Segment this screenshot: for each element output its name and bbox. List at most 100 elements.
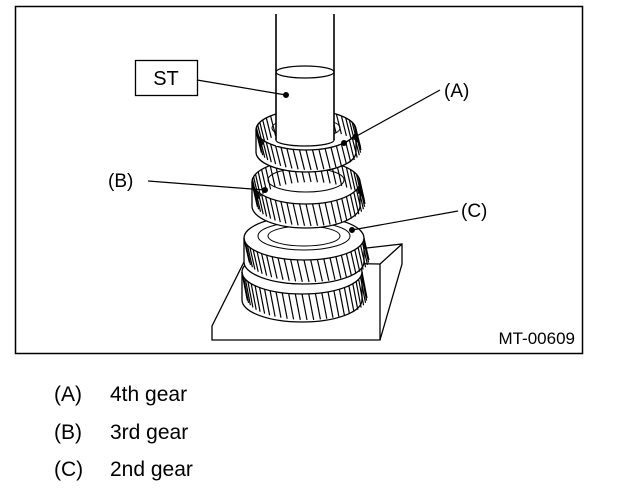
gear-tooth — [359, 184, 366, 207]
gear-tooth — [357, 247, 364, 270]
gear-tooth — [353, 171, 360, 194]
gear-tooth — [329, 257, 336, 280]
gear-tooth — [259, 137, 266, 158]
gear-tooth — [254, 174, 262, 197]
gear-tooth — [310, 259, 317, 283]
gear-tooth — [360, 245, 367, 268]
gear-tooth — [246, 245, 253, 268]
gear-tooth — [354, 249, 361, 272]
gear-tooth — [314, 293, 321, 320]
gear-tooth — [351, 122, 358, 143]
gear-tooth — [286, 148, 293, 169]
gear-tooth — [353, 124, 360, 145]
gear-tooth — [311, 203, 319, 226]
gear-tooth — [247, 281, 254, 308]
gear-tooth — [353, 135, 360, 156]
gear-tooth — [271, 256, 278, 279]
gear-tooth — [335, 256, 342, 279]
gear-tooth — [288, 293, 295, 320]
gear-tooth — [355, 174, 363, 197]
gear-tooth — [275, 145, 282, 167]
gear-tooth — [241, 271, 248, 299]
gear-tooth — [270, 143, 277, 165]
gear-tooth — [361, 242, 369, 266]
leader-lines — [147, 79, 459, 234]
gear-tooth — [349, 194, 356, 217]
gear-tooth — [265, 167, 272, 190]
gear-tooth — [266, 255, 273, 278]
gear-tooth — [301, 293, 308, 321]
gear-tooth — [259, 122, 266, 143]
gear-tooth — [351, 137, 358, 158]
gear-tooth — [324, 202, 331, 225]
gear-tooth — [348, 285, 355, 312]
gear-tooth — [251, 179, 258, 202]
gear-tooth — [323, 258, 330, 281]
gear-tooth — [336, 199, 343, 223]
gear-tooth — [249, 247, 256, 270]
gear-tooth — [298, 203, 306, 226]
gear-tooth — [355, 127, 362, 148]
gear-tooth — [311, 149, 319, 170]
gear-tooth — [318, 203, 325, 226]
gear-tooth — [361, 271, 368, 299]
gear-tooth — [324, 148, 331, 169]
gear-tooth — [290, 259, 297, 282]
gear-tooth — [355, 189, 363, 212]
gear-tooth — [327, 291, 334, 318]
gear-tooth — [250, 283, 257, 310]
gear-tooth — [277, 257, 284, 280]
st-label: ST — [153, 68, 179, 90]
gear-tooth — [269, 198, 276, 221]
gear-tooth — [316, 259, 323, 282]
gear-tooth — [286, 202, 293, 225]
gear-tooth — [255, 127, 262, 148]
gear-tooth — [345, 142, 352, 163]
gear-tooth — [243, 237, 250, 261]
gear-tooth — [270, 115, 277, 137]
gear-tooth — [280, 147, 287, 168]
gear-tooth — [261, 253, 268, 276]
gear-tooth — [305, 203, 312, 227]
gear-tooth — [256, 251, 263, 274]
gear-tooth — [254, 189, 262, 212]
gear-tooth — [358, 279, 365, 306]
figure-code: MT-00609 — [498, 329, 575, 348]
gear-tooth — [363, 237, 370, 261]
gear-tooth — [340, 115, 347, 137]
gear-tooth — [345, 167, 352, 190]
gear-tooth — [261, 194, 268, 217]
gear-tooth — [353, 192, 360, 215]
gear-tooth — [352, 283, 359, 310]
gear-tooth — [305, 149, 312, 171]
gear-tooth — [252, 249, 259, 272]
second-gear — [243, 215, 370, 285]
gear-tooth — [357, 187, 364, 210]
gear-tooth — [262, 139, 269, 161]
legend-text: 4th gear — [110, 383, 188, 406]
gear-tooth — [275, 291, 282, 318]
gear-tooth — [264, 289, 271, 316]
legend-item: (C) 2nd gear — [54, 458, 193, 482]
gear-tooth — [345, 196, 352, 219]
gear-tooth — [265, 196, 272, 219]
callout-c: (C) — [461, 201, 487, 222]
legend-text: 2nd gear — [110, 458, 193, 481]
gear-tooth — [338, 289, 345, 316]
legend-key: (C) — [54, 458, 84, 481]
gear-tooth — [294, 293, 301, 321]
legend-key: (A) — [54, 383, 82, 406]
callout-a: (A) — [444, 81, 469, 102]
gear-tooth — [265, 142, 272, 163]
gear-tooth — [274, 199, 281, 223]
gear-tooth — [283, 258, 290, 281]
gear-tooth — [361, 274, 368, 301]
gear-tooth — [298, 149, 306, 170]
gear-tooth — [259, 287, 266, 314]
gear-tooth — [335, 113, 342, 135]
third-gear — [251, 159, 366, 229]
gear-tooth — [350, 251, 357, 274]
callout-b: (B) — [108, 171, 133, 192]
gear-tooth — [269, 165, 276, 188]
